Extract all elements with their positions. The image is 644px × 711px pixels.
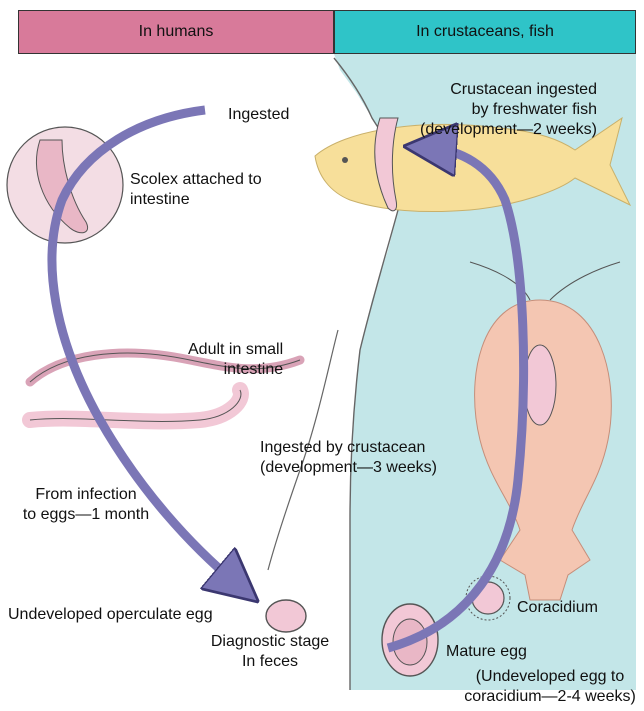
label-fish: Crustacean ingested by freshwater fish (… (420, 80, 597, 140)
label-fish-line2: by freshwater fish (420, 100, 597, 120)
label-mature-egg: Mature egg (446, 642, 527, 662)
label-diagnostic: Diagnostic stage In feces (185, 632, 355, 672)
label-ingested: Ingested (228, 105, 289, 125)
label-adult: Adult in small intestine (188, 340, 283, 380)
undeveloped-egg-illustration (266, 600, 306, 632)
label-scolex-line1: Scolex attached to (130, 170, 262, 190)
label-infection-line1: From infection (6, 485, 166, 505)
label-infection-line2: to eggs—1 month (6, 505, 166, 525)
label-diagnostic-line1: Diagnostic stage (185, 632, 355, 652)
label-diagnostic-line2: In feces (185, 652, 355, 672)
label-mature-note: (Undeveloped egg to coracidium—2-4 weeks… (460, 667, 640, 707)
label-adult-line1: Adult in small (188, 340, 283, 360)
label-fish-line3: (development—2 weeks) (420, 120, 597, 140)
label-crustacean: Ingested by crustacean (development—3 we… (260, 438, 437, 478)
label-fish-line1: Crustacean ingested (420, 80, 597, 100)
label-infection: From infection to eggs—1 month (6, 485, 166, 525)
label-undeveloped-egg: Undeveloped operculate egg (8, 605, 213, 625)
label-coracidium: Coracidium (517, 598, 598, 618)
label-crustacean-line1: Ingested by crustacean (260, 438, 437, 458)
label-crustacean-line2: (development—3 weeks) (260, 458, 437, 478)
label-mature-note-line2: coracidium—2-4 weeks) (460, 687, 640, 707)
header-in-humans: In humans (18, 10, 334, 54)
header-in-crustaceans-fish: In crustaceans, fish (334, 10, 636, 54)
label-scolex-line2: intestine (130, 190, 262, 210)
label-adult-line2: intestine (188, 360, 283, 380)
label-scolex: Scolex attached to intestine (130, 170, 262, 210)
label-mature-note-line1: (Undeveloped egg to (460, 667, 640, 687)
